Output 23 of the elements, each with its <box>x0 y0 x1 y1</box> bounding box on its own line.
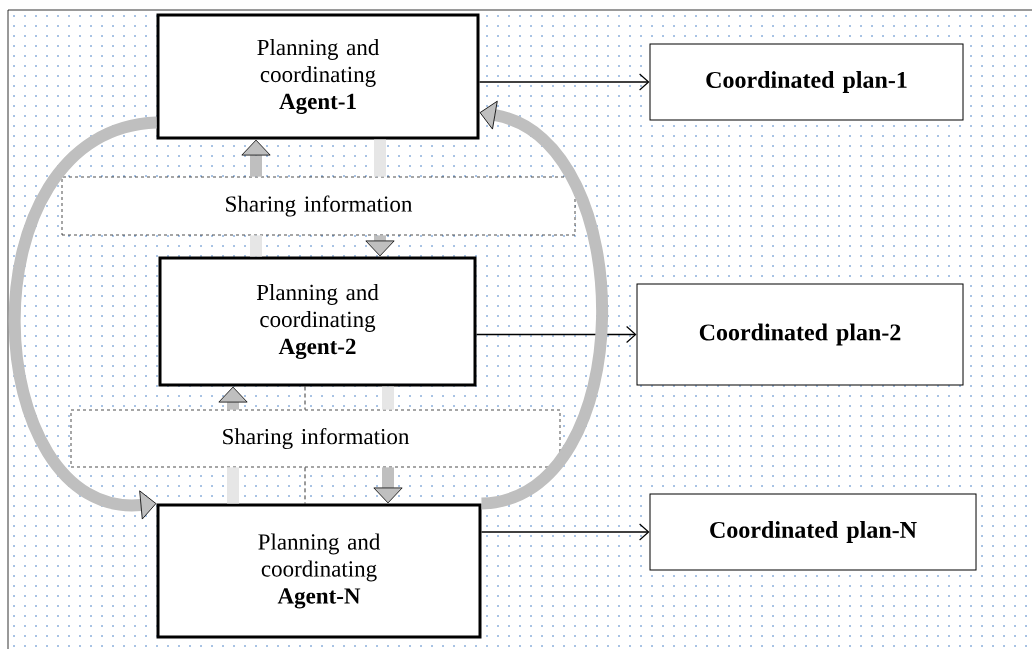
info-box: Sharing information <box>70 409 561 468</box>
arrow <box>478 73 650 91</box>
dashed-line <box>304 386 306 411</box>
output-box: Coordinated plan-2 <box>636 283 964 386</box>
output-box: Coordinated plan-N <box>649 493 977 571</box>
block-arrow <box>365 235 395 257</box>
dashed-line <box>304 466 306 504</box>
block-bar <box>250 235 262 257</box>
curved-arrow <box>8 116 158 520</box>
process-box: Planning and coordinating Agent-1 <box>156 13 480 140</box>
process-box: Planning and coordinating Agent-N <box>156 503 482 639</box>
block-arrow <box>218 386 248 410</box>
output-box: Coordinated plan-1 <box>649 43 964 121</box>
info-box: Sharing information <box>61 176 576 236</box>
curved-arrow <box>479 100 608 510</box>
block-bar <box>227 467 239 504</box>
process-box: Planning and coordinating Agent-2 <box>158 256 477 387</box>
block-bar <box>374 139 386 177</box>
block-bar <box>382 386 394 410</box>
arrow <box>475 325 637 344</box>
block-arrow <box>373 467 403 504</box>
block-arrow <box>241 139 271 177</box>
arrow <box>480 523 650 541</box>
